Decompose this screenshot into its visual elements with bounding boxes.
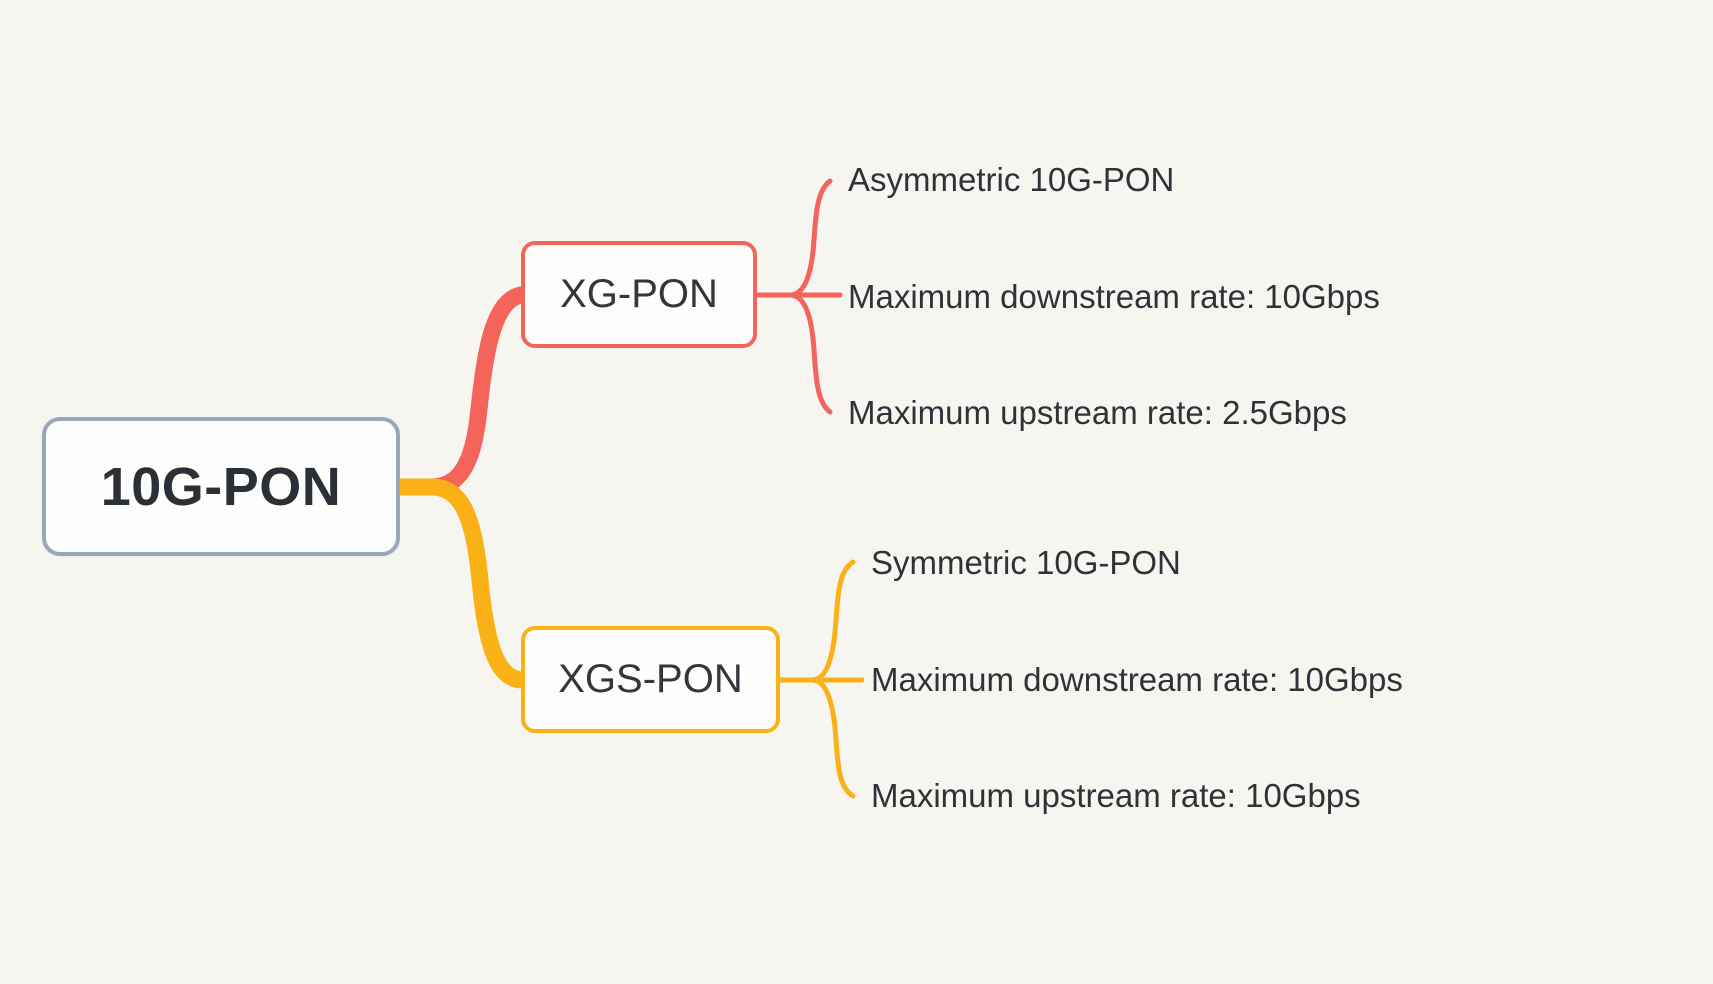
- leaf-label: Maximum upstream rate: 10Gbps: [871, 777, 1361, 814]
- leaf-xg-pon-asymmetric[interactable]: Asymmetric 10G-PON: [848, 163, 1174, 196]
- connector-root-to-xgpon: [391, 286, 530, 496]
- leaf-xg-pon-downstream[interactable]: Maximum downstream rate: 10Gbps: [848, 280, 1380, 313]
- node-branch-xgs-pon[interactable]: XGS-PON: [521, 626, 780, 733]
- leaf-xgs-pon-symmetric[interactable]: Symmetric 10G-PON: [871, 546, 1181, 579]
- leaf-label: Maximum upstream rate: 2.5Gbps: [848, 394, 1347, 431]
- leaf-xg-pon-upstream[interactable]: Maximum upstream rate: 2.5Gbps: [848, 396, 1347, 429]
- node-branch-xg-pon-label: XG-PON: [560, 272, 718, 316]
- connector-xgpon-leaf-3: [754, 292, 833, 415]
- leaf-label: Maximum downstream rate: 10Gbps: [848, 278, 1380, 315]
- connector-xgpon-leaf-1: [754, 178, 833, 298]
- leaf-xgs-pon-downstream[interactable]: Maximum downstream rate: 10Gbps: [871, 663, 1403, 696]
- connector-xgspon-leaf-3: [777, 677, 856, 799]
- leaf-label: Asymmetric 10G-PON: [848, 161, 1175, 198]
- leaf-label: Maximum downstream rate: 10Gbps: [871, 661, 1403, 698]
- node-branch-xg-pon[interactable]: XG-PON: [521, 241, 757, 348]
- node-root-label: 10G-PON: [100, 456, 342, 517]
- leaf-xgs-pon-upstream[interactable]: Maximum upstream rate: 10Gbps: [871, 779, 1361, 812]
- leaf-label: Symmetric 10G-PON: [871, 544, 1181, 581]
- connector-xgspon-leaf-1: [777, 559, 856, 683]
- node-root-10g-pon[interactable]: 10G-PON: [42, 417, 400, 556]
- connector-root-to-xgspon: [391, 478, 530, 689]
- node-branch-xgs-pon-label: XGS-PON: [558, 657, 743, 701]
